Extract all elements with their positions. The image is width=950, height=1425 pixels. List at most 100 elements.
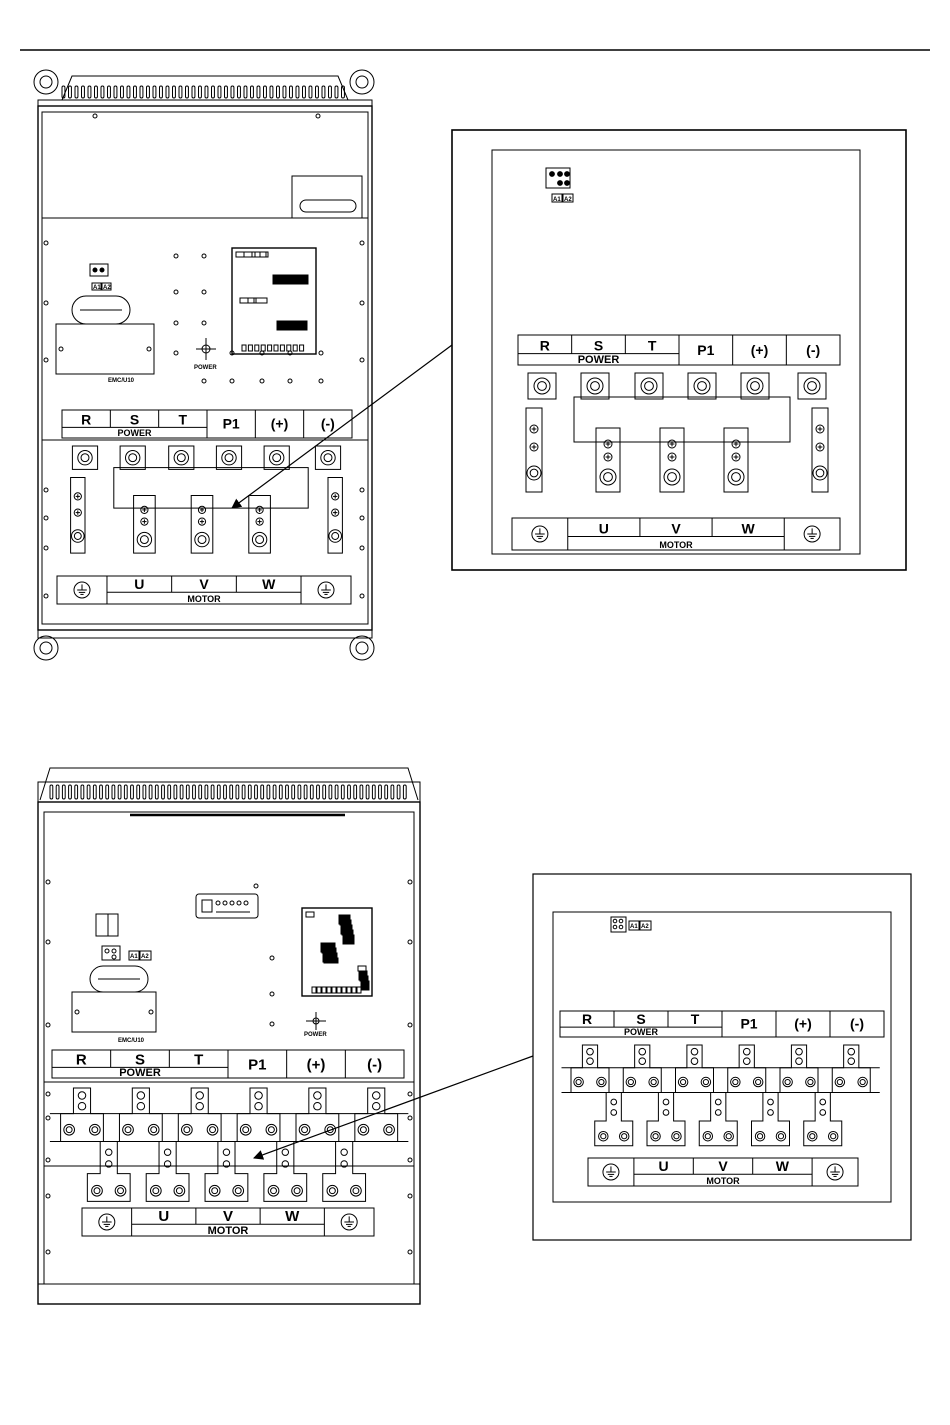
terminal-nut-icon xyxy=(123,1124,134,1135)
board-chip xyxy=(297,275,308,284)
terminal-nut-icon xyxy=(835,1077,845,1087)
terminal-nut-icon xyxy=(233,1185,244,1196)
terminal-nut-icon xyxy=(358,1124,369,1135)
terminal-busbars xyxy=(50,1088,408,1201)
board-chip xyxy=(306,912,314,917)
terminal-nut-icon xyxy=(724,1131,734,1141)
mounting-hole-icon xyxy=(350,636,374,660)
vent-slot xyxy=(224,785,227,799)
mounting-screw-icon xyxy=(408,880,412,884)
vent-slot xyxy=(286,785,289,799)
terminal-nut-icon xyxy=(747,378,763,394)
terminal-nut-icon xyxy=(174,1185,185,1196)
board-pin xyxy=(242,345,246,351)
mounting-screw-icon xyxy=(319,379,323,383)
mounting-screw-icon xyxy=(174,290,178,294)
vent-slot xyxy=(87,785,90,799)
vent-slot xyxy=(403,785,406,799)
terminal-nut-icon xyxy=(534,378,550,394)
mounting-screw-icon xyxy=(202,290,206,294)
mounting-screw-icon xyxy=(260,379,264,383)
mounting-screw-icon xyxy=(46,1158,50,1162)
vent-slot xyxy=(261,785,264,799)
terminal-nut-icon xyxy=(619,1131,629,1141)
mounting-hole-icon xyxy=(34,636,58,660)
board-pin xyxy=(317,987,321,993)
vent-slot xyxy=(322,86,325,98)
vent-slot xyxy=(199,785,202,799)
mounting-screw-icon xyxy=(202,254,206,258)
jumper-block: A1 A2 xyxy=(90,264,111,291)
input-busbar xyxy=(178,1088,221,1142)
terminal-nut-icon xyxy=(678,1077,688,1087)
vent-slot xyxy=(316,86,319,98)
terminal-w-label: W xyxy=(262,576,276,592)
terminal-w-label: W xyxy=(776,1158,790,1174)
vent-slot xyxy=(366,785,369,799)
vent-slot xyxy=(166,86,169,98)
jumper-block: A1 A2 xyxy=(546,168,573,203)
terminal-u-label: U xyxy=(158,1208,169,1225)
board-outline xyxy=(232,248,316,354)
ground-symbol-icon xyxy=(603,1164,619,1180)
terminal-nut-icon xyxy=(808,1131,818,1141)
input-busbar xyxy=(61,1088,104,1142)
vent-slot xyxy=(317,785,320,799)
vent-slot xyxy=(231,86,234,98)
vent-slot xyxy=(354,785,357,799)
mounting-screw-icon xyxy=(44,241,48,245)
board-chip xyxy=(248,298,256,303)
input-busbar xyxy=(676,1045,714,1093)
vent-slots xyxy=(62,86,344,98)
power-logo-icon: POWER xyxy=(194,338,217,371)
vent-slot xyxy=(160,86,163,98)
mounting-screw-icon xyxy=(408,1116,412,1120)
vent-slot xyxy=(329,785,332,799)
power-terminal-strip: RSTP1(+)(-)POWER xyxy=(62,410,352,438)
board-chip xyxy=(361,981,369,990)
terminal-r-label: R xyxy=(76,1051,87,1068)
mounting-screw-icon xyxy=(360,594,364,598)
emc-filter-module: EMC/U10 xyxy=(56,296,154,384)
motor-terminal-strip: UVWMOTOR xyxy=(82,1208,374,1237)
vent-slots xyxy=(50,785,406,799)
terminal-nut-icon xyxy=(266,1124,277,1135)
terminal-nut-icon xyxy=(321,451,335,465)
terminal-nut-icon xyxy=(115,1185,126,1196)
vent-slot xyxy=(82,86,85,98)
terminal-nut-icon xyxy=(672,1131,682,1141)
mounting-screw-icon xyxy=(288,379,292,383)
vent-slot xyxy=(273,785,276,799)
terminal-p1-label: P1 xyxy=(248,1056,266,1073)
terminal-v-label: V xyxy=(223,1208,233,1225)
mounting-screw-icon xyxy=(360,301,364,305)
ground-busbar xyxy=(328,478,342,554)
emc-model-label: EMC/U10 xyxy=(108,378,135,384)
vent-slot xyxy=(69,86,72,98)
input-busbar xyxy=(780,1045,818,1093)
motor-terminal-strip: UVWMOTOR xyxy=(512,518,840,550)
output-busbar xyxy=(752,1093,790,1146)
jumper-a2-label: A2 xyxy=(141,954,149,960)
vent-slot xyxy=(242,785,245,799)
mounting-screw-icon xyxy=(44,516,48,520)
top-vent-frame xyxy=(40,768,418,800)
board-pin xyxy=(268,345,272,351)
vent-slot xyxy=(62,785,65,799)
vent-slot xyxy=(251,86,254,98)
bottom-drive-figure: A1 A2 EMC/U10 POWER RSTP1(+)(-)POWER UVW… xyxy=(38,768,420,1304)
mounting-screw-icon xyxy=(254,884,258,888)
jumper-a2-label: A2 xyxy=(103,285,111,291)
input-busbar xyxy=(623,1045,661,1093)
ground-symbol-icon xyxy=(804,526,820,542)
vent-slot xyxy=(140,86,143,98)
mounting-screw-icon xyxy=(230,379,234,383)
vent-slot xyxy=(248,785,251,799)
vent-slot xyxy=(186,86,189,98)
vent-slot xyxy=(341,785,344,799)
board-pin xyxy=(248,345,252,351)
board-chip xyxy=(359,971,367,980)
input-busbar xyxy=(237,1088,280,1142)
mounting-screw-icon xyxy=(316,114,320,118)
terminal-nut-icon xyxy=(92,1185,103,1196)
